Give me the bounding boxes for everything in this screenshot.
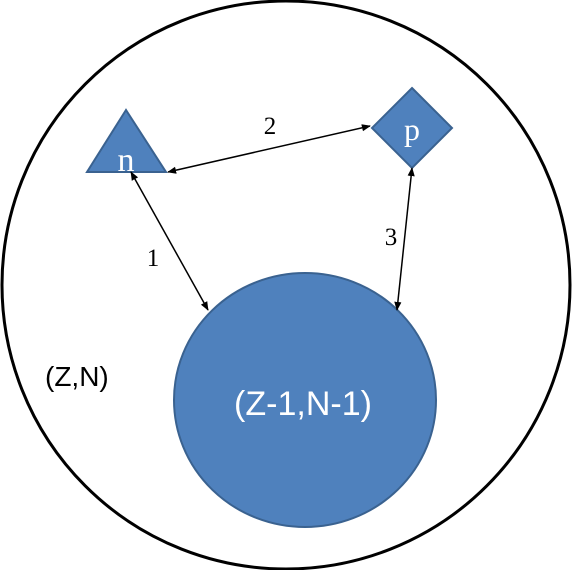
core-label: (Z-1,N-1)	[234, 385, 372, 423]
link-2-label: 2	[264, 113, 277, 140]
link-1-arrow	[130, 171, 209, 311]
neutron-label: n	[118, 142, 135, 179]
proton-label: p	[404, 111, 420, 147]
outer-nucleus-label: (Z,N)	[45, 361, 109, 392]
link-1-label: 1	[147, 245, 160, 272]
link-3-arrow	[394, 167, 415, 311]
link-2-arrow	[167, 124, 371, 174]
neutron-triangle	[85, 108, 168, 173]
core-circle	[173, 272, 437, 528]
link-3-label: 3	[385, 224, 398, 251]
